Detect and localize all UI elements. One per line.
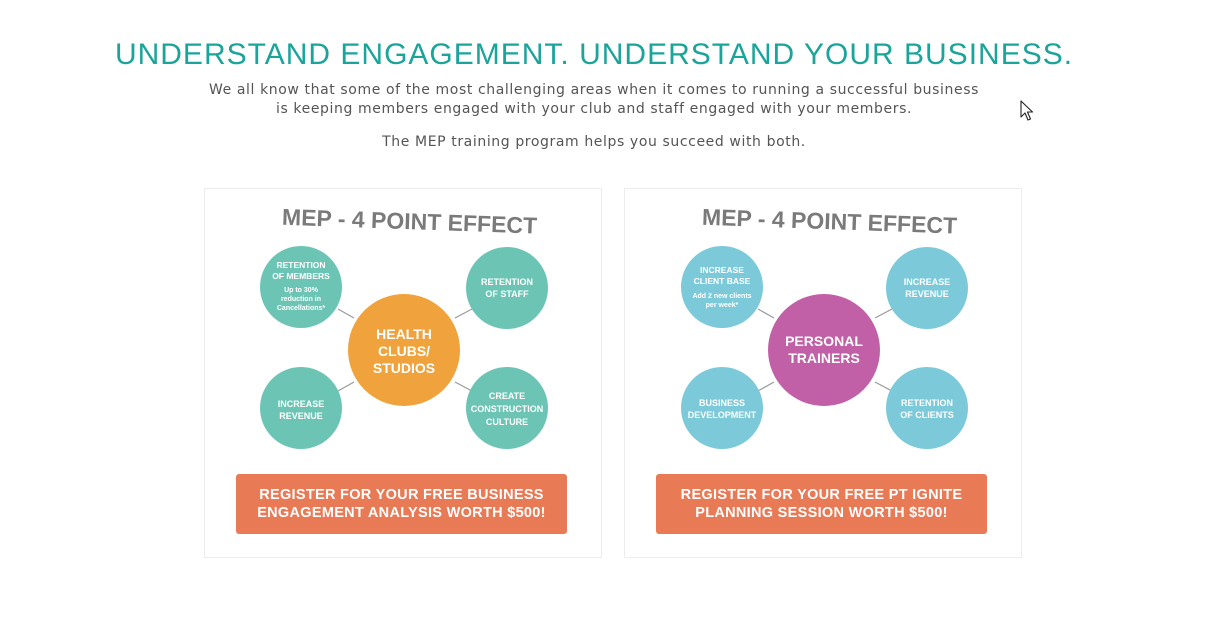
page-title: UNDERSTAND ENGAGEMENT. UNDERSTAND YOUR B…: [114, 38, 1074, 71]
bubble-label: CLIENT BASE: [694, 276, 751, 286]
bubble-label: OF MEMBERS: [272, 271, 330, 281]
four-point-diagram-trainers: MEP - 4 POINT EFFECT INCREASE CLIENT BAS…: [681, 204, 968, 449]
bubble-label: REVENUE: [905, 289, 949, 299]
center-bubble-personal-trainers: [768, 294, 880, 406]
intro-text: We all know that some of the most challe…: [0, 81, 1188, 119]
cta-line: REGISTER FOR YOUR FREE PT IGNITE: [680, 487, 963, 503]
mouse-pointer-icon: [1020, 100, 1034, 121]
bubble-business-development: [681, 367, 763, 449]
bubble-label: INCREASE: [278, 399, 325, 409]
center-label: TRAINERS: [788, 350, 860, 366]
intro-line-2: is keeping members engaged with your clu…: [275, 101, 913, 117]
bubble-label: REVENUE: [279, 411, 323, 421]
center-bubble-health-clubs: [348, 294, 460, 406]
center-label: CLUBS/: [378, 343, 430, 359]
bubble-retention-members: [260, 246, 342, 328]
bubble-label: CREATE: [489, 391, 525, 401]
card-personal-trainers: MEP - 4 POINT EFFECT INCREASE CLIENT BAS…: [624, 188, 1022, 558]
register-pt-ignite-button[interactable]: REGISTER FOR YOUR FREE PT IGNITE PLANNIN…: [656, 474, 987, 534]
bubble-note: reduction in: [281, 296, 321, 303]
bubble-label: CONSTRUCTION: [471, 404, 544, 414]
card-title: MEP - 4 POINT EFFECT: [282, 204, 538, 239]
center-label: STUDIOS: [373, 360, 435, 376]
bubble-note: Up to 30%: [284, 287, 319, 294]
cta-line: PLANNING SESSION WORTH $500!: [695, 505, 948, 521]
bubble-increase-revenue: [260, 367, 342, 449]
bubble-label: OF CLIENTS: [900, 410, 954, 420]
center-label: HEALTH: [376, 326, 432, 342]
card-title: MEP - 4 POINT EFFECT: [702, 204, 958, 239]
center-label: PERSONAL: [785, 333, 863, 349]
cta-line: ENGAGEMENT ANALYSIS WORTH $500!: [257, 505, 546, 521]
bubble-increase-client-base: [681, 246, 763, 328]
intro-line-1: We all know that some of the most challe…: [208, 82, 980, 98]
bubble-label: OF STAFF: [485, 289, 529, 299]
bubble-label: BUSINESS: [699, 398, 745, 408]
bubble-note: Add 2 new clients: [692, 293, 751, 300]
bubble-note: per week*: [706, 302, 739, 309]
four-point-diagram-clubs: MEP - 4 POINT EFFECT RETENTION OF MEMBER…: [260, 204, 548, 449]
bubble-note: Cancellations*: [277, 305, 326, 312]
connector-lines: [757, 308, 893, 392]
program-subline: The MEP training program helps you succe…: [382, 134, 806, 150]
bubble-label: RETENTION: [481, 277, 533, 287]
bubble-label: CULTURE: [486, 417, 528, 427]
bubble-retention-staff: [466, 247, 548, 329]
bubble-label: INCREASE: [700, 265, 744, 275]
bubble-label: RETENTION: [901, 398, 953, 408]
connector-lines: [337, 308, 473, 392]
bubble-retention-clients: [886, 367, 968, 449]
cta-line: REGISTER FOR YOUR FREE BUSINESS: [259, 487, 544, 503]
bubble-increase-revenue: [886, 247, 968, 329]
bubble-label: INCREASE: [904, 277, 951, 287]
bubble-label: DEVELOPMENT: [688, 410, 757, 420]
card-health-clubs: MEP - 4 POINT EFFECT RETENTION OF MEMBER…: [204, 188, 602, 558]
bubble-label: RETENTION: [276, 260, 325, 270]
register-business-analysis-button[interactable]: REGISTER FOR YOUR FREE BUSINESS ENGAGEME…: [236, 474, 567, 534]
bubble-construction-culture: [466, 367, 548, 449]
